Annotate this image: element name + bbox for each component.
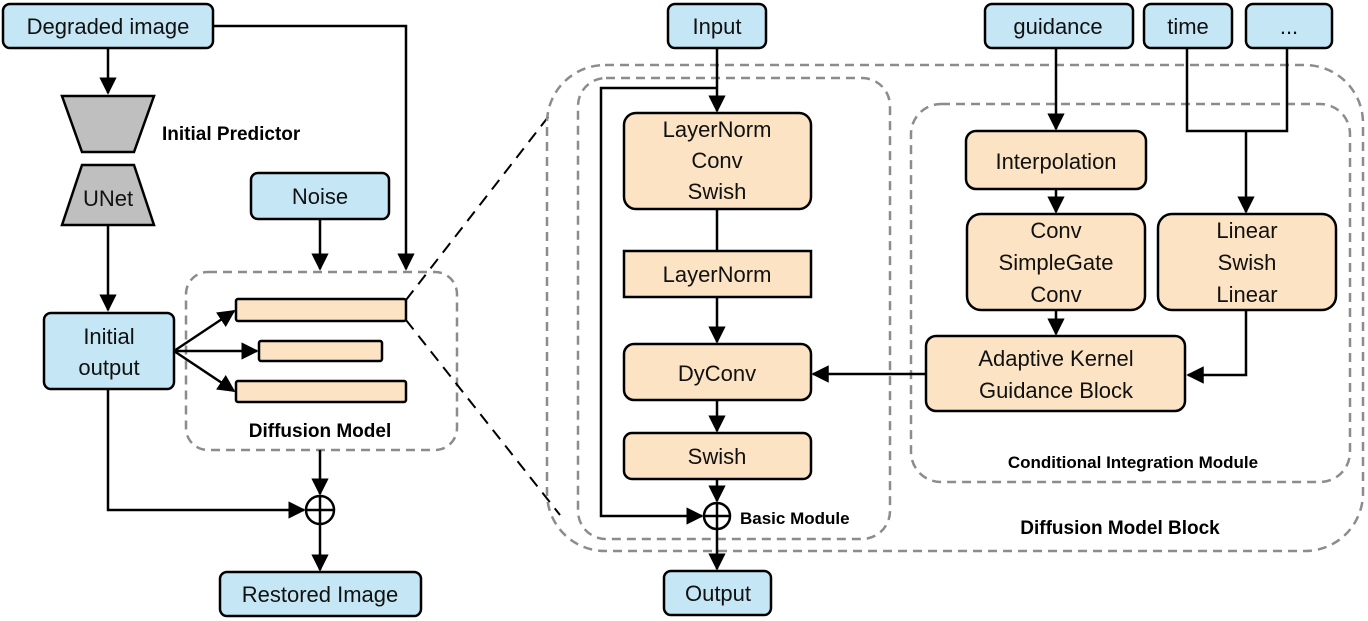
- initial-output-line1: Initial: [83, 324, 134, 349]
- arrow-linear-to-akgb: [1186, 310, 1248, 384]
- ellipsis-label: ...: [1280, 14, 1298, 39]
- arrow-fan-top: [173, 309, 236, 353]
- akgb-line2: Guidance Block: [979, 378, 1134, 403]
- linear-line3: Linear: [1216, 282, 1277, 307]
- akgb-line1: Adaptive Kernel: [978, 346, 1133, 371]
- linear-line2: Swish: [1218, 250, 1277, 275]
- output-label: Output: [685, 581, 751, 606]
- cim-title: Conditional Integration Module: [1008, 453, 1258, 472]
- arrow-degraded-to-diffusion: [213, 24, 415, 271]
- conv-line1: Conv: [1030, 218, 1081, 243]
- diffusion-block-2: [257, 339, 384, 363]
- guidance-box: [983, 2, 1135, 50]
- diffusion-block-1: [234, 297, 408, 323]
- input-label: Input: [693, 14, 742, 39]
- conv-line3: Conv: [1030, 282, 1081, 307]
- output-box: [662, 569, 773, 617]
- basic-module-frame: [576, 76, 892, 541]
- diffusion-model-block-label: Diffusion Model Block: [1020, 518, 1220, 539]
- residual-skip-connection: [599, 86, 717, 525]
- ellipsis-box: [1244, 2, 1334, 50]
- zoom-line-bottom: [405, 319, 561, 516]
- block1-line3: Swish: [688, 179, 747, 204]
- arrow-initial-output-to-sum: [106, 389, 306, 519]
- layernorm-box: [622, 249, 813, 299]
- interpolation-label: Interpolation: [995, 149, 1116, 174]
- layernorm-label: LayerNorm: [663, 262, 772, 287]
- cim-frame: [909, 102, 1352, 484]
- dyconv-label: DyConv: [678, 361, 756, 386]
- arrow-fan-bottom: [173, 349, 236, 393]
- block1-line1: LayerNorm: [663, 117, 772, 142]
- swish-label: Swish: [688, 444, 747, 469]
- unet-label: UNet: [83, 186, 133, 211]
- initial-output-line2: output: [78, 355, 139, 380]
- zoom-line-top: [405, 111, 553, 301]
- restored-image-box: [218, 570, 423, 618]
- time-label: time: [1167, 14, 1209, 39]
- initial-predictor-encoder: [60, 94, 156, 154]
- diffusion-model-frame: [184, 270, 459, 452]
- diffusion-block-3: [234, 379, 408, 404]
- linear-line1: Linear: [1216, 218, 1277, 243]
- diffusion-model-block-frame: [545, 63, 1365, 553]
- block1-line2: Conv: [691, 148, 742, 173]
- restored-image-label: Restored Image: [242, 582, 399, 607]
- time-ellipsis-merge: [1185, 48, 1289, 133]
- degraded-image-label: Degraded image: [27, 14, 190, 39]
- initial-predictor-decoder: [60, 163, 156, 227]
- guidance-label: guidance: [1013, 14, 1102, 39]
- diffusion-model-label: Diffusion Model: [249, 421, 391, 442]
- noise-label: Noise: [292, 184, 348, 209]
- basic-module-label: Basic Module: [740, 509, 850, 528]
- initial-predictor-label: Initial Predictor: [162, 124, 301, 145]
- conv-line2: SimpleGate: [999, 250, 1114, 275]
